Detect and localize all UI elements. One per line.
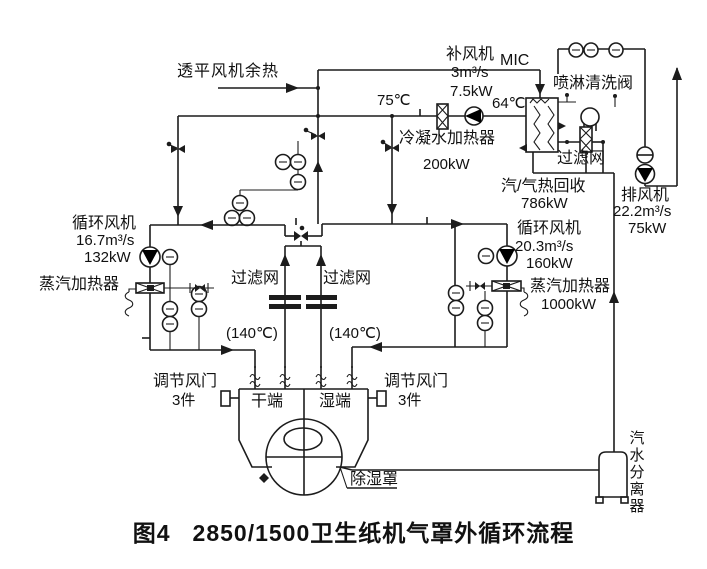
label-steam-heater-right-power: 1000kW [541, 296, 597, 313]
label-temp-64: 64℃ [492, 95, 526, 112]
steam-heater-right [466, 280, 529, 317]
label-heat-recovery-power: 786kW [521, 195, 568, 212]
label-condensate-heater-power: 200kW [423, 156, 470, 173]
dehumidifying-hood [220, 388, 387, 468]
flow-arrow-up-icon [313, 161, 323, 172]
circulation-fan-right [496, 245, 518, 267]
circulation-fan-left [139, 246, 161, 268]
label-exhaust-fan-power: 75kW [628, 220, 667, 237]
flow-arrow-up-icon [316, 254, 326, 266]
label-temp-140-left: (140℃) [226, 325, 278, 342]
label-damper-right: 调节风门 [384, 373, 449, 390]
steam-heater-left [124, 282, 214, 317]
label-dehumid-hood: 除湿罩 [350, 471, 399, 488]
flow-arrow-right-icon [451, 219, 464, 229]
label-steam-water-separator: 汽水分离器 [627, 430, 645, 515]
label-circ-fan-right: 循环风机 [517, 220, 582, 237]
label-heat-recovery: 汽/气热回收 [501, 178, 586, 195]
duct-connectors [249, 366, 358, 389]
label-temp-140-right: (140℃) [329, 325, 381, 342]
filter-screen-unit [579, 107, 600, 173]
figure-caption: 图4 2850/1500卫生纸机气罩外循环流程 [0, 514, 707, 548]
control-valve [380, 139, 399, 152]
steam-water-separator [595, 451, 629, 504]
label-circ-fan-right-power: 160kW [526, 255, 573, 272]
label-wet-end: 湿端 [319, 393, 352, 410]
label-circ-fan-left: 循环风机 [72, 215, 137, 232]
label-mic: MIC [500, 52, 530, 69]
label-turbine-waste-heat: 透平风机余热 [177, 63, 280, 80]
inline-filter [436, 103, 449, 130]
label-temp-75: 75℃ [377, 92, 411, 109]
flow-arrow-down-icon [387, 204, 397, 215]
label-damper-right-count: 3件 [398, 392, 422, 409]
label-makeup-fan-power: 7.5kW [450, 83, 493, 100]
flow-arrow-down-icon [535, 84, 545, 95]
figure-number: 图4 [132, 520, 171, 546]
label-dry-end: 干端 [251, 393, 284, 410]
label-filter-top: 过滤网 [557, 150, 606, 167]
instrument-cluster [447, 247, 495, 332]
label-condensate-heater: 冷凝水加热器 [399, 130, 496, 147]
figure-title: 2850/1500卫生纸机气罩外循环流程 [192, 520, 575, 546]
label-filter-mid-right: 过滤网 [323, 270, 372, 287]
filter-screen-columns [269, 241, 337, 368]
flow-arrow-down-icon [173, 206, 183, 217]
right-circulation-loop [322, 217, 508, 368]
condensate-drain-line [339, 466, 599, 489]
flow-arrow-right-icon [221, 345, 234, 355]
instrument-cluster [223, 141, 307, 227]
control-valve [303, 127, 325, 140]
flow-arrow-left-icon [200, 220, 213, 230]
pipe-network [173, 69, 545, 225]
instrument-cluster [161, 248, 208, 333]
flow-arrow-up-icon [672, 67, 682, 80]
flow-arrow-left-icon [369, 342, 382, 352]
label-makeup-fan: 补风机 [446, 46, 495, 63]
label-circ-fan-left-flow: 16.7m³/s [76, 232, 135, 249]
label-exhaust-fan-flow: 22.2m³/s [613, 203, 672, 220]
label-damper-left: 调节风门 [153, 373, 218, 390]
instrument-row [568, 42, 624, 58]
exhaust-fan-unit [634, 67, 682, 187]
label-exhaust-fan: 排风机 [621, 187, 670, 204]
crossover-valve [284, 224, 323, 241]
heat-exchanger [519, 97, 566, 153]
flow-arrow-right-icon [286, 83, 299, 93]
yankee-cylinder [259, 418, 343, 496]
separator-riser [609, 173, 619, 452]
label-filter-mid-left: 过滤网 [231, 270, 280, 287]
label-steam-heater-left: 蒸汽加热器 [39, 276, 120, 293]
label-circ-fan-left-power: 132kW [84, 249, 131, 266]
label-steam-heater-right: 蒸汽加热器 [530, 278, 611, 295]
flow-arrow-up-icon [280, 254, 290, 266]
label-spray-wash-valve: 喷淋清洗阀 [553, 75, 634, 92]
control-valve [166, 141, 185, 153]
left-circulation-loop [142, 218, 297, 368]
makeup-fan-pump [464, 106, 484, 126]
label-makeup-fan-flow: 3m³/s [451, 64, 489, 81]
label-circ-fan-right-flow: 20.3m³/s [515, 238, 574, 255]
label-damper-left-count: 3件 [172, 392, 196, 409]
flow-arrow-up-icon [609, 291, 619, 303]
